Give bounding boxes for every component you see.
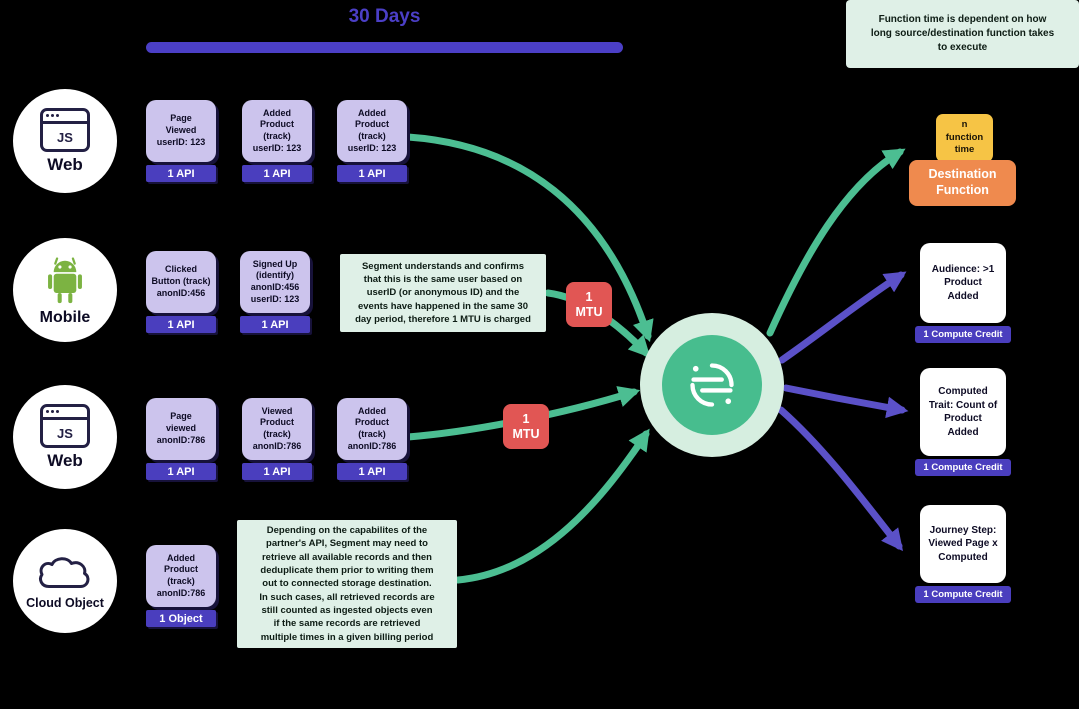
event-box-page-viewed: Page Viewed userID: 123 (146, 100, 216, 162)
api-badge: 1 API (337, 165, 407, 182)
cloud-object-note: Depending on the capabilites of the part… (237, 520, 457, 648)
event-box-added-product: Added Product (track) userID: 123 (337, 100, 407, 162)
arrow-segment-to-audience (778, 271, 907, 364)
timeline-title: 30 Days (348, 6, 421, 27)
segment-icon (690, 363, 734, 407)
journey-step-output-box: Journey Step: Viewed Page x Computed (920, 505, 1006, 583)
source-cloud-object: Cloud Object (13, 529, 117, 633)
mtu-badge: 1 MTU (503, 404, 549, 449)
audience-output-box: Audience: >1 Product Added (920, 243, 1006, 323)
mtu-explainer-note: Segment understands and confirms that th… (340, 254, 546, 332)
mtu-badge: 1 MTU (566, 282, 612, 327)
js-label: JS (57, 130, 73, 145)
browser-js-icon: JS (40, 107, 90, 152)
arrow-segment-to-computed-trait (782, 384, 909, 419)
source-web-2: JS Web (13, 385, 117, 489)
arrow-cloud-to-segment (454, 428, 650, 584)
source-label: Mobile (39, 308, 91, 326)
source-label: Web (47, 154, 83, 174)
computed-trait-output-box: Computed Trait: Count of Product Added (920, 368, 1006, 456)
event-box-viewed-product: Viewed Product (track) anonID:786 (242, 398, 312, 460)
browser-titlebar (43, 407, 87, 420)
api-badge: 1 API (146, 463, 216, 480)
browser-js-icon: JS (40, 403, 90, 448)
compute-credit-badge: 1 Compute Credit (915, 459, 1011, 476)
cloud-icon (39, 556, 90, 588)
api-badge: 1 API (146, 316, 216, 333)
segment-logo (662, 335, 762, 435)
segment-hub (640, 313, 784, 457)
source-label: Cloud Object (26, 595, 104, 610)
browser-titlebar (43, 111, 87, 124)
compute-credit-badge: 1 Compute Credit (915, 586, 1011, 603)
api-badge: 1 API (242, 463, 312, 480)
destination-function-box: Destination Function (909, 160, 1016, 206)
function-time-box: n function time (936, 114, 993, 162)
api-badge: 1 API (242, 165, 312, 182)
source-label: Web (47, 450, 83, 470)
event-box-added-product: Added Product (track) anonID:786 (337, 398, 407, 460)
event-box-signed-up: Signed Up (identify) anonID:456 userID: … (240, 251, 310, 313)
event-box-clicked-button: Clicked Button (track) anonID:456 (146, 251, 216, 313)
arrow-segment-to-destination-function (766, 148, 906, 337)
object-badge: 1 Object (146, 610, 216, 627)
source-mobile: Mobile (13, 238, 117, 342)
api-badge: 1 API (337, 463, 407, 480)
event-box-added-product: Added Product (track) userID: 123 (242, 100, 312, 162)
function-time-note: Function time is dependent on how long s… (846, 0, 1079, 68)
compute-credit-badge: 1 Compute Credit (915, 326, 1011, 343)
source-web-1: JS Web (13, 89, 117, 193)
event-box-page-viewed: Page viewed anonID:786 (146, 398, 216, 460)
js-label: JS (57, 426, 73, 441)
arrow-segment-to-journey-step (777, 406, 904, 552)
timeline-bar (146, 42, 623, 53)
api-badge: 1 API (240, 316, 310, 333)
api-badge: 1 API (146, 165, 216, 182)
android-icon (48, 256, 82, 303)
event-box-added-product: Added Product (track) anonID:786 (146, 545, 216, 607)
